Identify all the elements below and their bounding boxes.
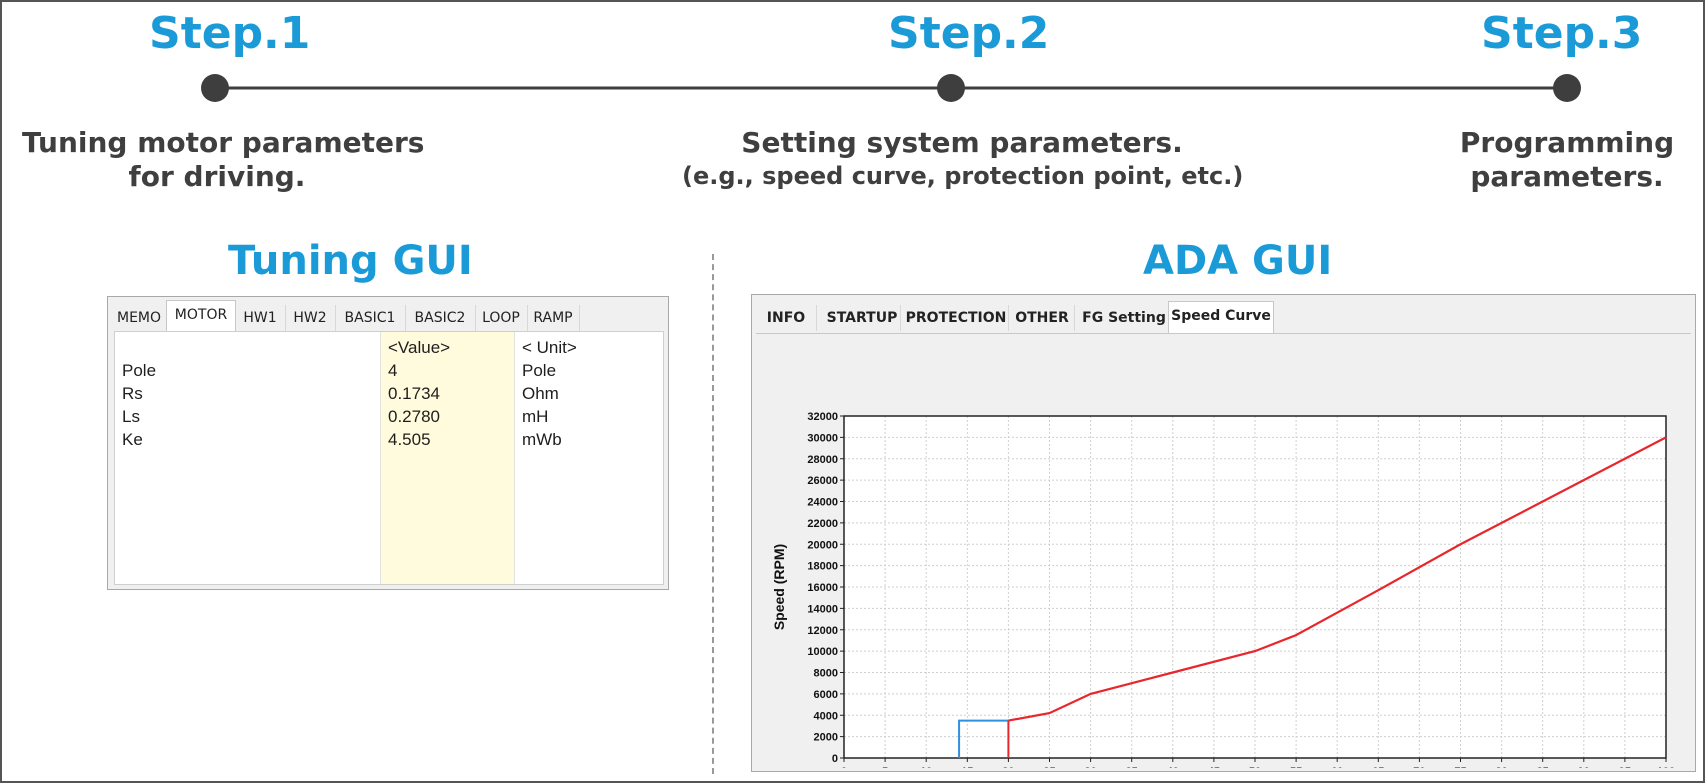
speed-curve-panel: 0 5 10 15 20 25 30 35 40 45 50 55 60 65 70 75 80 85 90 95 10… — [756, 333, 1691, 768]
step2-desc-line2: (e.g., speed curve, protection point, et… — [682, 162, 1244, 190]
plot-area — [844, 416, 1666, 758]
param-name: Ls — [122, 407, 140, 426]
section-divider — [712, 254, 714, 774]
x-tick-label: 55 — [1290, 766, 1302, 768]
y-tick-label: 28000 — [807, 454, 838, 466]
step1-description: Tuning motor parameters for driving. — [22, 126, 425, 194]
y-tick-label: 26000 — [807, 475, 838, 487]
param-unit: Ohm — [522, 384, 559, 403]
tab-loop[interactable]: LOOP — [475, 305, 528, 331]
y-tick-label: 8000 — [814, 668, 838, 680]
x-tick-label: 25 — [1043, 766, 1055, 768]
x-tick-label: 65 — [1372, 766, 1384, 768]
param-unit: Pole — [522, 361, 557, 380]
param-name: Pole — [122, 361, 157, 380]
x-tick-label: 40 — [1167, 766, 1179, 768]
x-tick-label: 45 — [1208, 766, 1220, 768]
tab-info[interactable]: INFO — [756, 305, 817, 331]
y-tick-label: 14000 — [807, 603, 838, 615]
y-tick-label: 22000 — [807, 518, 838, 530]
tab-fg-setting[interactable]: FG Setting — [1080, 305, 1169, 331]
unit-header: < Unit> — [522, 338, 577, 357]
ada-gui-title: ADA GUI — [1143, 238, 1333, 284]
tab-hw1[interactable]: HW1 — [235, 305, 286, 331]
y-tick-label: 6000 — [814, 689, 838, 701]
param-name: Ke — [122, 430, 143, 449]
ada-gui-window: INFO STARTUP PROTECTION OTHER FG Setting… — [751, 294, 1696, 772]
x-tick-label: 75 — [1454, 766, 1466, 768]
x-tick-label: 10 — [920, 766, 932, 768]
step3-desc-line2: parameters. — [1470, 160, 1664, 193]
x-tick-label: 60 — [1331, 766, 1343, 768]
x-tick-label: 50 — [1249, 766, 1261, 768]
step2-dot — [937, 74, 965, 102]
y-tick-label: 24000 — [807, 497, 838, 509]
step3-description: Programming parameters. — [1452, 126, 1682, 194]
speed-curve-line — [1008, 436, 1667, 722]
x-tick-label: 0 — [841, 766, 847, 768]
x-tick-label: 5 — [882, 766, 888, 768]
param-name: Rs — [122, 384, 143, 403]
tab-basic2[interactable]: BASIC2 — [405, 305, 476, 331]
step2-desc-line1: Setting system parameters. — [741, 126, 1183, 159]
x-tick-label: 20 — [1002, 766, 1014, 768]
x-tick-label: 70 — [1413, 766, 1425, 768]
value-header: <Value> — [388, 338, 451, 357]
y-tick-label: 0 — [832, 753, 838, 765]
tab-protection[interactable]: PROTECTION — [904, 305, 1009, 331]
param-value[interactable]: 0.2780 — [388, 407, 440, 426]
x-tick-label: 100 — [1657, 766, 1675, 768]
y-axis-label: Speed (RPM) — [771, 544, 787, 630]
speed-curve-chart: 0 5 10 15 20 25 30 35 40 45 50 55 60 65 70 75 80 85 90 95 10… — [771, 411, 1675, 768]
y-tick-label: 12000 — [807, 625, 838, 637]
x-tick-label: 35 — [1126, 766, 1138, 768]
step3-label: Step.3 — [1481, 8, 1643, 59]
step1-dot — [201, 74, 229, 102]
tuning-gui-window: MEMO MOTOR HW1 HW2 BASIC1 BASIC2 LOOP RA… — [107, 296, 669, 590]
x-tick-label: 80 — [1495, 766, 1507, 768]
x-tick-label: 95 — [1619, 766, 1631, 768]
tab-speed-curve[interactable]: Speed Curve — [1168, 301, 1274, 334]
tab-motor[interactable]: MOTOR — [166, 300, 236, 332]
value-column — [380, 332, 515, 584]
tab-other[interactable]: OTHER — [1010, 305, 1075, 331]
tuning-gui-title: Tuning GUI — [228, 238, 473, 284]
ada-tab-bar: INFO STARTUP PROTECTION OTHER FG Setting… — [752, 295, 1695, 334]
y-tick-label: 16000 — [807, 582, 838, 594]
tab-basic1[interactable]: BASIC1 — [335, 305, 406, 331]
timeline — [214, 86, 1567, 90]
x-tick-label: 15 — [961, 766, 973, 768]
y-tick-label: 30000 — [807, 432, 838, 444]
param-value[interactable]: 4 — [388, 361, 398, 380]
y-tick-label: 2000 — [814, 732, 838, 744]
x-tick-label: 90 — [1578, 766, 1590, 768]
param-value[interactable]: 4.505 — [388, 430, 431, 449]
tab-memo[interactable]: MEMO — [112, 305, 167, 331]
y-tick-label: 18000 — [807, 561, 838, 573]
motor-parameter-table: <Value> < Unit> Pole 4 Pole Rs 0.1734 Oh… — [114, 331, 664, 585]
step3-desc-line1: Programming — [1459, 126, 1675, 159]
step1-desc-line2: for driving. — [128, 160, 306, 193]
step1-desc-line1: Tuning motor parameters — [22, 126, 425, 159]
y-tick-label: 32000 — [807, 411, 838, 423]
tab-hw2[interactable]: HW2 — [285, 305, 336, 331]
tab-startup[interactable]: STARTUP — [824, 305, 901, 331]
start-point-marker — [958, 719, 1009, 758]
x-tick-label: 85 — [1537, 766, 1549, 768]
param-unit: mH — [522, 407, 549, 426]
y-tick-label: 20000 — [807, 539, 838, 551]
tab-ramp[interactable]: RAMP — [527, 305, 580, 331]
param-unit: mWb — [522, 430, 562, 449]
step3-dot — [1553, 74, 1581, 102]
step2-description: Setting system parameters. (e.g., speed … — [682, 126, 1244, 192]
param-value[interactable]: 0.1734 — [388, 384, 440, 403]
y-tick-label: 10000 — [807, 646, 838, 658]
x-tick-label: 30 — [1084, 766, 1096, 768]
tuning-tab-bar: MEMO MOTOR HW1 HW2 BASIC1 BASIC2 LOOP RA… — [108, 297, 668, 332]
step2-label: Step.2 — [888, 8, 1050, 59]
y-tick-label: 4000 — [814, 710, 838, 722]
step1-label: Step.1 — [149, 8, 311, 59]
